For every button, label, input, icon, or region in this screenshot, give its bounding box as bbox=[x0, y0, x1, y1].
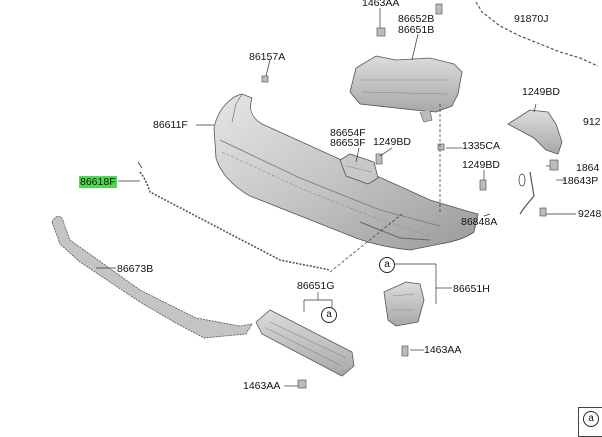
legend-callout-a: a bbox=[583, 411, 599, 427]
label-1335ca: 1335CA bbox=[462, 140, 500, 152]
side-support-brackets bbox=[339, 153, 379, 185]
label-86848a: 86848A bbox=[461, 216, 498, 228]
callout-a-lower: a bbox=[321, 307, 337, 323]
label-1864: 1864 bbox=[576, 162, 600, 174]
leader-lines bbox=[96, 8, 576, 387]
side-bracket bbox=[507, 109, 563, 155]
label-86652b: 86652B bbox=[398, 13, 435, 25]
callout-a-upper: a bbox=[379, 257, 395, 273]
wiring-harness bbox=[475, 1, 599, 67]
label-86157a: 86157A bbox=[249, 51, 286, 63]
label-9248: 9248 bbox=[578, 208, 602, 220]
lower-mount-bracket bbox=[383, 281, 425, 327]
label-86673b: 86673B bbox=[117, 263, 154, 275]
label-912: 912 bbox=[583, 116, 601, 128]
label-86651g: 86651G bbox=[297, 280, 335, 292]
label-86611f: 86611F bbox=[153, 119, 188, 131]
legend-box: a bbox=[578, 407, 602, 437]
label-86651h: 86651H bbox=[453, 283, 490, 295]
fastener-bolts bbox=[261, 3, 559, 389]
lower-trim-strip bbox=[139, 171, 331, 271]
label-1249bd-low: 1249BD bbox=[462, 159, 500, 171]
label-86653f: 86653F bbox=[330, 137, 366, 149]
label-1463aa-mid: 1463AA bbox=[424, 344, 462, 356]
label-86618f[interactable]: 86618F bbox=[79, 176, 117, 188]
upper-bracket bbox=[349, 55, 463, 123]
label-86654f: 86654F bbox=[330, 127, 366, 139]
label-18643p: 18643P bbox=[562, 175, 599, 187]
label-1249bd-mid: 1249BD bbox=[373, 136, 411, 148]
under-guard-panel bbox=[255, 309, 355, 377]
lower-skid-molding bbox=[51, 215, 253, 339]
label-1249bd-right: 1249BD bbox=[522, 86, 560, 98]
label-1463aa-bottom: 1463AA bbox=[243, 380, 281, 392]
label-86651b: 86651B bbox=[398, 24, 435, 36]
label-1463aa-top: 1463AA bbox=[362, 0, 400, 9]
label-91870j: 91870J bbox=[514, 13, 549, 25]
